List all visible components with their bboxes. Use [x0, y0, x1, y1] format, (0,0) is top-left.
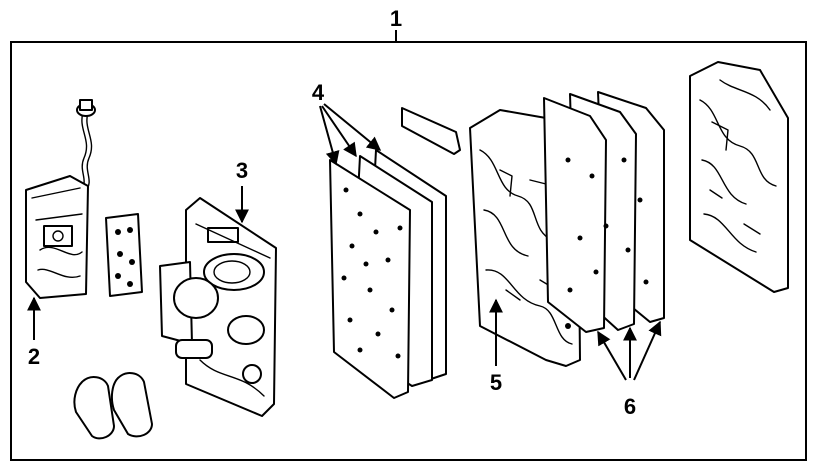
- leader-6c: [633, 320, 662, 381]
- small-plate: [105, 213, 143, 297]
- callout-6: 6: [624, 394, 636, 419]
- part-2-pressure-switch: [25, 99, 96, 299]
- part-4-separator-plates: [329, 149, 447, 399]
- plate-holes: [341, 187, 403, 359]
- accumulator-pads: [73, 372, 153, 440]
- assembly-frame: [10, 41, 807, 461]
- small-bracket: [401, 107, 461, 155]
- leader-4a: [319, 105, 340, 166]
- leader-6a: [597, 330, 627, 381]
- rear-cover-plate: [689, 61, 789, 293]
- callout-3: 3: [236, 158, 248, 183]
- callout-2: 2: [28, 344, 40, 369]
- part-6-gaskets: [543, 91, 665, 333]
- leader-4b: [321, 105, 357, 158]
- callout-5: 5: [490, 370, 502, 395]
- leader-4c: [323, 103, 382, 151]
- part-3-accumulator-housing: [159, 197, 277, 417]
- callout-4: 4: [312, 80, 325, 105]
- callout-1: 1: [390, 6, 402, 31]
